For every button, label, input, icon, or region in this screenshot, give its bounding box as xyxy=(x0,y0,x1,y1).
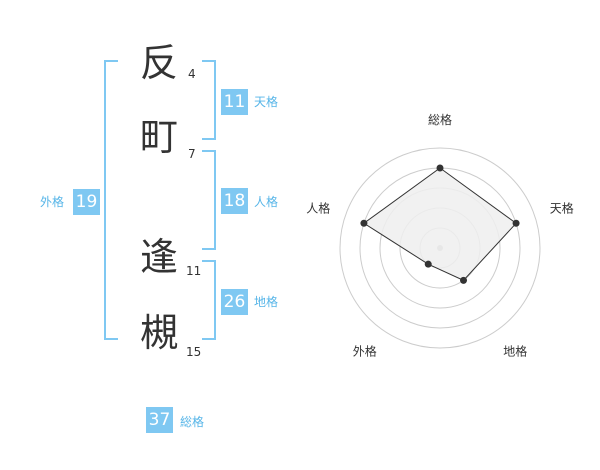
radar-point-3 xyxy=(424,260,432,268)
radar-axis-label-2: 地格 xyxy=(503,344,527,359)
radar-axis-label-0: 総格 xyxy=(428,112,452,127)
soukaku-value-badge: 37 xyxy=(146,407,173,433)
radar-area xyxy=(363,167,517,281)
gaikaku-label: 外格 xyxy=(40,195,65,209)
radar-axis-label-4: 人格 xyxy=(306,200,330,215)
radar-point-0 xyxy=(436,164,444,172)
radar-axis-label-1: 天格 xyxy=(550,200,574,215)
gaikaku-bracket xyxy=(104,60,118,340)
name-char-1: 反 xyxy=(140,41,179,85)
stroke-count-1: 4 xyxy=(188,67,196,81)
radar-point-2 xyxy=(460,276,468,284)
chikaku-value-badge: 26 xyxy=(221,289,248,315)
radar-axis-label-3: 外格 xyxy=(353,344,377,359)
chikaku-bracket xyxy=(202,260,216,340)
stroke-count-2: 7 xyxy=(188,147,196,161)
jinkaku-bracket xyxy=(202,150,216,250)
jinkaku-label: 人格 xyxy=(254,195,279,209)
stroke-count-4: 15 xyxy=(186,345,202,359)
stroke-count-3: 11 xyxy=(186,264,202,278)
name-char-2: 町 xyxy=(140,115,179,159)
tenkaku-value-badge: 11 xyxy=(221,89,248,115)
radar-points xyxy=(360,164,520,284)
jinkaku-value-badge: 18 xyxy=(221,188,248,214)
soukaku-label: 総格 xyxy=(180,415,205,429)
tenkaku-bracket xyxy=(202,60,216,140)
radar-ring-5 xyxy=(339,147,541,349)
gaikaku-value-badge: 19 xyxy=(73,189,100,215)
name-char-4: 槻 xyxy=(140,311,179,355)
radar-point-1 xyxy=(512,219,520,227)
tenkaku-label: 天格 xyxy=(254,95,279,109)
radar-point-4 xyxy=(360,219,368,227)
chikaku-label: 地格 xyxy=(254,295,279,309)
name-char-3: 逢 xyxy=(140,235,179,279)
